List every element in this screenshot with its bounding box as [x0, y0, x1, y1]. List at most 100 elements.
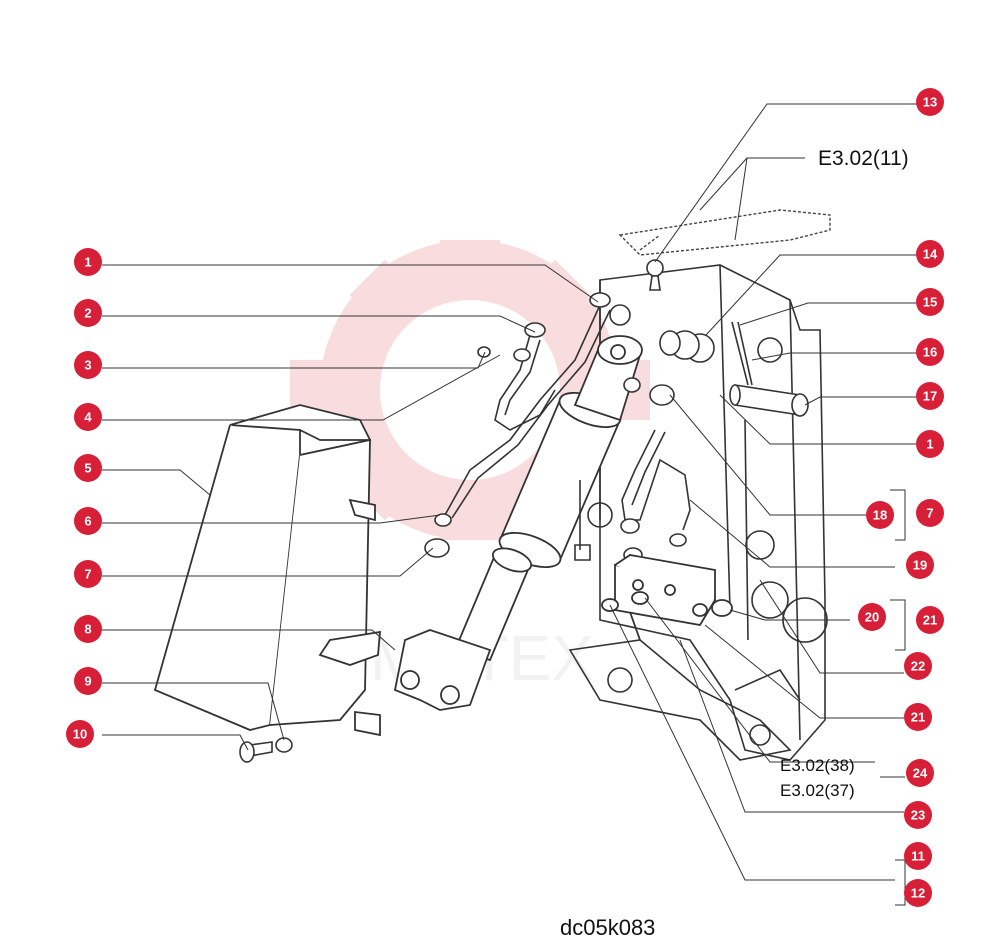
callout-number: 14 [923, 247, 938, 262]
callout-badge-c2: 2 [74, 299, 102, 327]
callout-badge-c4: 4 [74, 403, 102, 431]
callout-circle [916, 338, 944, 366]
callout-badge-c15: 15 [916, 288, 944, 316]
callout-badge-c1a: 1 [74, 248, 102, 276]
callout-circle [74, 667, 102, 695]
lower-link [568, 639, 801, 761]
callout-badge-c7b: 7 [916, 499, 944, 527]
callout-number: 8 [84, 622, 91, 637]
callout-circle [916, 88, 944, 116]
callout-circle [904, 703, 932, 731]
valve-block [601, 554, 733, 641]
callout-badge-c23: 23 [904, 801, 932, 829]
callout-badge-c12: 12 [904, 879, 932, 907]
callout-number: 23 [911, 808, 925, 823]
bracket-plate [587, 264, 828, 761]
pin-17 [729, 384, 809, 417]
callout-circle [74, 351, 102, 379]
callout-circle [904, 652, 932, 680]
top-link [618, 209, 831, 256]
ref-e3-02-11: E3.02(11) [818, 147, 909, 170]
callout-number: 1 [84, 255, 91, 270]
callout-circle [74, 248, 102, 276]
callout-badge-c7a: 7 [74, 560, 102, 588]
guard-cover [153, 404, 381, 737]
callout-badge-c11: 11 [904, 842, 932, 870]
callout-circle [904, 801, 932, 829]
callout-number: 5 [84, 461, 91, 476]
callout-circle [74, 454, 102, 482]
callout-circle [66, 720, 94, 748]
grease-nipple-13 [646, 259, 664, 291]
callout-number: 20 [865, 610, 879, 625]
figure-code: dc05k083 [560, 915, 655, 940]
callout-badge-c6: 6 [74, 507, 102, 535]
callout-badge-c16: 16 [916, 338, 944, 366]
callout-circle [916, 606, 944, 634]
split-pin-16 [731, 321, 753, 386]
callout-circle [916, 499, 944, 527]
callout-circle [74, 299, 102, 327]
callout-circle [74, 507, 102, 535]
callout-number: 3 [84, 358, 91, 373]
callout-number: 19 [913, 558, 927, 573]
callout-number: 6 [84, 514, 91, 529]
callout-circle [866, 501, 894, 529]
callout-circle [916, 240, 944, 268]
callout-number: 16 [923, 345, 937, 360]
callout-badge-c14: 14 [916, 240, 944, 268]
ref-e3-02-37: E3.02(37) [780, 781, 855, 800]
callout-circle [906, 759, 934, 787]
callout-badge-c21b: 21 [904, 703, 932, 731]
callout-circle [906, 551, 934, 579]
callout-number: 2 [84, 306, 91, 321]
ref-e3-02-38: E3.02(38) [780, 756, 855, 775]
callout-badge-c5: 5 [74, 454, 102, 482]
callout-badge-c21a: 21 [916, 606, 944, 634]
callout-badge-c18: 18 [866, 501, 894, 529]
callout-circle [904, 842, 932, 870]
callout-number: 18 [873, 508, 887, 523]
hydraulic-hoses [444, 304, 691, 561]
callout-number: 7 [84, 567, 91, 582]
callout-number: 17 [923, 389, 937, 404]
callout-number: 7 [926, 506, 933, 521]
callout-badge-c19: 19 [906, 551, 934, 579]
reference-codes: E3.02(11) E3.02(38) E3.02(37) [780, 147, 909, 800]
callout-badge-c8: 8 [74, 615, 102, 643]
callout-circle [904, 879, 932, 907]
callout-circle [74, 560, 102, 588]
callout-number: 9 [84, 674, 91, 689]
callout-badge-c3: 3 [74, 351, 102, 379]
callout-number: 15 [923, 295, 937, 310]
callout-number: 13 [923, 95, 937, 110]
callout-circle [916, 430, 944, 458]
callout-badge-c1b: 1 [916, 430, 944, 458]
callout-badge-c9: 9 [74, 667, 102, 695]
callout-number: 11 [911, 849, 925, 864]
callout-circle [74, 403, 102, 431]
callout-number: 22 [911, 659, 925, 674]
callout-number: 1 [926, 437, 933, 452]
callout-badge-c20: 20 [858, 603, 886, 631]
callout-badge-c24: 24 [906, 759, 934, 787]
callout-number: 21 [923, 613, 937, 628]
callout-circle [74, 615, 102, 643]
callout-number: 12 [911, 886, 925, 901]
callout-badge-c17: 17 [916, 382, 944, 410]
callout-badge-c13: 13 [916, 88, 944, 116]
callout-circle [858, 603, 886, 631]
callout-circle [916, 382, 944, 410]
callout-number: 24 [913, 766, 928, 781]
callout-badge-c22: 22 [904, 652, 932, 680]
leader-lines [102, 103, 930, 906]
callout-badge-c10: 10 [66, 720, 94, 748]
callout-number: 10 [73, 727, 87, 742]
callout-number: 4 [84, 410, 92, 425]
hydraulic-cylinder [393, 335, 643, 711]
bolt-washer [239, 737, 293, 763]
callout-circle [916, 288, 944, 316]
